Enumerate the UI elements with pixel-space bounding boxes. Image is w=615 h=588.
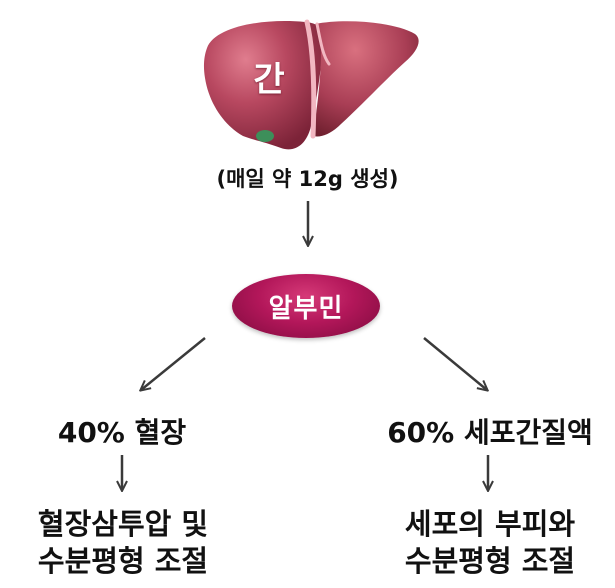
arrow-albumin-to-interstitial (423, 337, 487, 390)
liver-illustration: 간 (195, 8, 425, 158)
plasma-result-line2: 수분평형 조절 (37, 544, 209, 578)
interstitial-result: 세포의 부피와 수분평형 조절 (378, 506, 602, 580)
interstitial-result-line1: 세포의 부피와 (404, 507, 576, 541)
interstitial-result-line2: 수분평형 조절 (404, 544, 576, 578)
liver-label: 간 (253, 60, 285, 100)
liver-icon (203, 19, 419, 150)
albumin-node: 알부민 (232, 274, 380, 338)
interstitial-label: 60% 세포간질액 (387, 416, 593, 449)
albumin-label: 알부민 (268, 293, 344, 324)
liver-caption: (매일 약 12g 생성) (216, 167, 399, 191)
plasma-result: 혈장삼투압 및 수분평형 조절 (8, 506, 238, 580)
plasma-result-line1: 혈장삼투압 및 (37, 507, 209, 541)
arrow-albumin-to-plasma (141, 337, 206, 390)
plasma-label: 40% 혈장 (57, 416, 187, 449)
